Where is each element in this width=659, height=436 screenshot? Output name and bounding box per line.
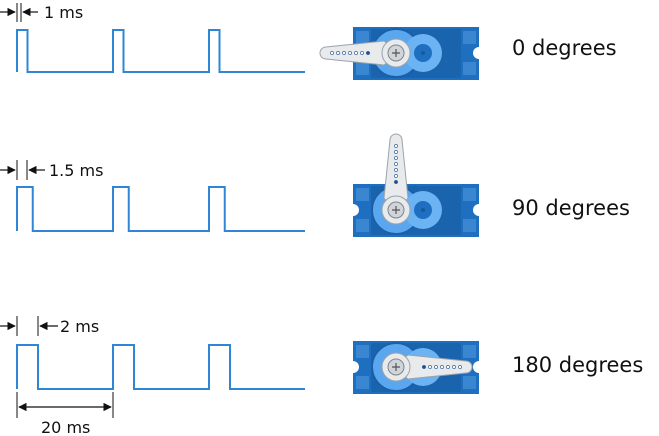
idler-pin xyxy=(421,208,425,212)
pulse-width-label: 1.5 ms xyxy=(49,161,103,180)
horn-hole xyxy=(458,365,462,369)
period-label: 20 ms xyxy=(41,418,90,436)
row-2: 2 ms 180 degrees 20 ms xyxy=(0,316,643,436)
mount-tab xyxy=(356,219,369,232)
mount-hole-left xyxy=(347,204,359,216)
mount-tab xyxy=(356,188,369,201)
servo-0deg xyxy=(319,27,485,80)
mount-tab xyxy=(463,188,476,201)
horn-hole xyxy=(336,51,340,55)
servo-horn xyxy=(381,352,473,382)
mount-tab xyxy=(356,376,369,389)
pulse-width-label: 2 ms xyxy=(60,317,99,336)
pwm-signal-180deg xyxy=(16,344,305,390)
idler-pin xyxy=(421,51,425,55)
pulse-width-dimension: 1 ms xyxy=(0,3,83,22)
mount-tab xyxy=(463,376,476,389)
mount-tab xyxy=(463,31,476,44)
row-0: 1 ms 0 degrees xyxy=(0,3,617,80)
servo-90deg xyxy=(347,133,485,237)
row-1: 1.5 ms 90 degrees xyxy=(0,133,630,237)
horn-hole xyxy=(366,51,370,55)
horn-hole xyxy=(440,365,444,369)
screw-cross-icon xyxy=(392,49,400,57)
servo-horn xyxy=(381,133,411,225)
horn-hole xyxy=(394,174,398,178)
period-dimension: 20 ms xyxy=(16,392,114,436)
mount-hole-right xyxy=(473,204,485,216)
pulse-width-label: 1 ms xyxy=(44,3,83,22)
mount-hole-right xyxy=(473,47,485,59)
horn-hole xyxy=(342,51,346,55)
horn-hole xyxy=(330,51,334,55)
horn-hole xyxy=(394,168,398,172)
angle-label: 0 degrees xyxy=(512,36,617,60)
mount-tab xyxy=(463,219,476,232)
angle-label: 180 degrees xyxy=(512,353,643,377)
pulse-width-dimension: 2 ms xyxy=(0,316,99,336)
mount-hole-right xyxy=(473,361,485,373)
horn-hole xyxy=(360,51,364,55)
horn-hole xyxy=(354,51,358,55)
horn-hole xyxy=(394,156,398,160)
angle-label: 90 degrees xyxy=(512,196,630,220)
horn-hole xyxy=(394,162,398,166)
screw-cross-icon xyxy=(392,363,400,371)
pwm-signal-90deg xyxy=(16,186,305,232)
horn-hole xyxy=(348,51,352,55)
horn-hole xyxy=(394,144,398,148)
screw-cross-icon xyxy=(392,206,400,214)
horn-hole xyxy=(422,365,426,369)
horn-hole xyxy=(446,365,450,369)
horn-hole xyxy=(394,150,398,154)
mount-hole-left xyxy=(347,361,359,373)
pulse-width-dimension: 1.5 ms xyxy=(0,160,103,180)
horn-hole xyxy=(452,365,456,369)
horn-hole xyxy=(434,365,438,369)
mount-tab xyxy=(356,345,369,358)
mount-tab xyxy=(356,62,369,75)
pwm-signal-0deg xyxy=(16,29,305,73)
servo-horn xyxy=(319,38,411,68)
horn-hole xyxy=(428,365,432,369)
mount-tab xyxy=(463,345,476,358)
mount-tab xyxy=(356,31,369,44)
servo-180deg xyxy=(347,341,485,394)
mount-tab xyxy=(463,62,476,75)
horn-hole xyxy=(394,180,398,184)
